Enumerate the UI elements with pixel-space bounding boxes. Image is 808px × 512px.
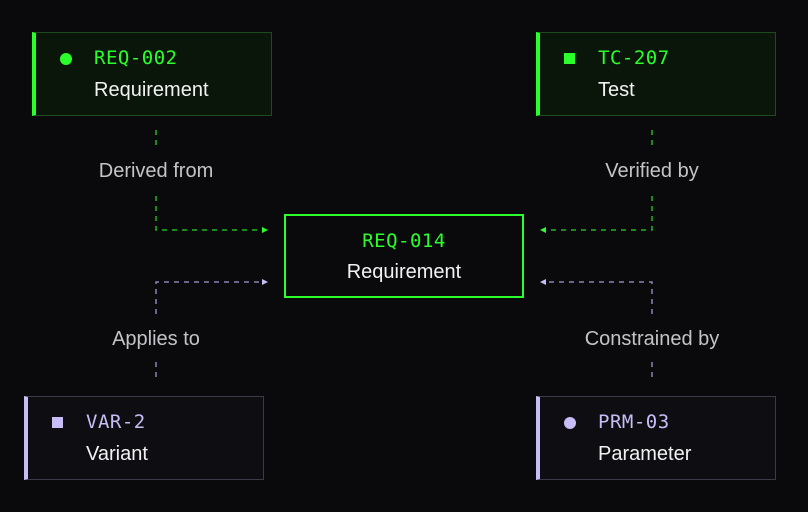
- node-type: Parameter: [598, 443, 692, 465]
- arrowhead-constrained: [540, 279, 546, 285]
- edge-label-applies-to: Applies to: [112, 328, 200, 350]
- arrowhead-derived: [262, 227, 268, 233]
- node-id: TC-207: [598, 47, 670, 69]
- node-tc-207[interactable]: TC-207 Test: [536, 32, 776, 116]
- square-marker-icon: [52, 417, 63, 428]
- node-type: Variant: [86, 443, 148, 465]
- node-type: Test: [598, 79, 635, 101]
- node-id: REQ-014: [362, 230, 446, 252]
- circle-marker-icon: [564, 417, 576, 429]
- node-id: VAR-2: [86, 411, 146, 433]
- square-marker-icon: [564, 53, 575, 64]
- node-id: PRM-03: [598, 411, 670, 433]
- circle-marker-icon: [60, 53, 72, 65]
- edge-label-derived-from: Derived from: [98, 160, 214, 182]
- edge-label-constrained-by: Constrained by: [584, 328, 720, 350]
- arrowhead-applies: [262, 279, 268, 285]
- edge-derived-from: [155, 130, 262, 231]
- node-var-2[interactable]: VAR-2 Variant: [24, 396, 264, 480]
- node-id: REQ-002: [94, 47, 178, 69]
- edge-label-verified-by: Verified by: [605, 160, 699, 182]
- node-req-002[interactable]: REQ-002 Requirement: [32, 32, 272, 116]
- node-prm-03[interactable]: PRM-03 Parameter: [536, 396, 776, 480]
- arrowhead-verified: [540, 227, 546, 233]
- edge-constrained-by: [546, 281, 653, 380]
- edge-applies-to: [155, 281, 262, 380]
- node-req-014[interactable]: REQ-014 Requirement: [284, 214, 524, 298]
- node-type: Requirement: [346, 261, 462, 283]
- node-type: Requirement: [94, 79, 209, 101]
- edge-verified-by: [546, 130, 653, 231]
